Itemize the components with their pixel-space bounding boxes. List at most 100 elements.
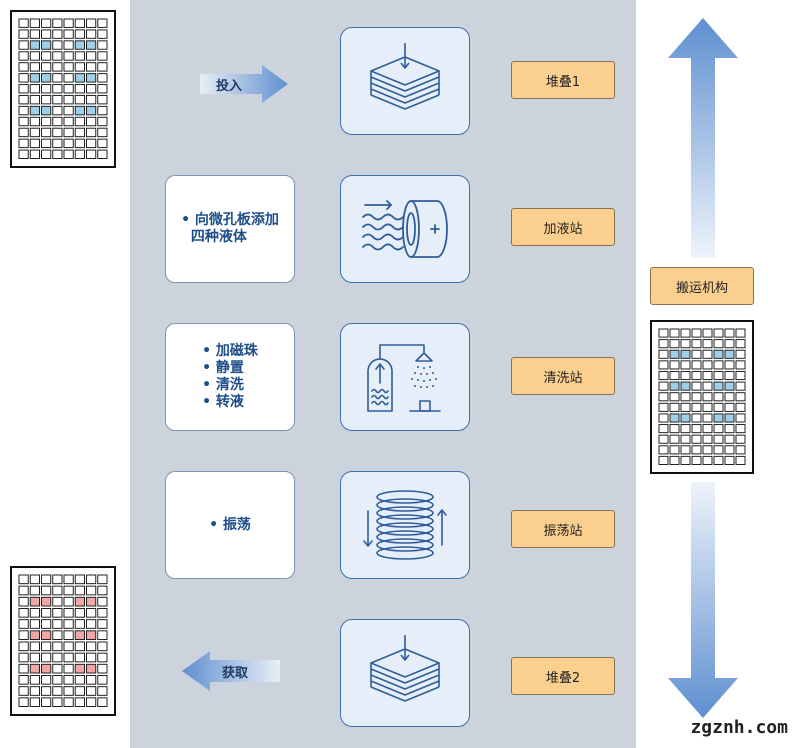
plate-well	[691, 445, 702, 455]
plate-well	[52, 585, 63, 596]
note-line: • 清洗	[202, 377, 244, 393]
plate-well	[29, 149, 40, 159]
plate-well	[86, 149, 97, 159]
plate-well	[18, 127, 29, 138]
plate-well	[63, 116, 74, 127]
plate-well	[691, 413, 702, 423]
plate-well	[52, 652, 63, 663]
plate-well	[18, 608, 29, 618]
plate-well	[702, 349, 713, 359]
station-2-icon-box	[340, 175, 470, 283]
station-label-stack-2: 堆叠2	[511, 657, 615, 695]
plate-well	[63, 84, 74, 94]
plate-well	[86, 675, 97, 685]
note-line: • 静置	[202, 360, 244, 376]
plate-well	[18, 29, 29, 39]
plate-well	[41, 574, 52, 585]
plate-well	[735, 402, 746, 412]
station-label-wash: 清洗站	[511, 357, 615, 395]
plate-well	[18, 116, 29, 127]
plate-well	[74, 686, 85, 696]
plate-well	[735, 424, 746, 434]
plate-well	[713, 381, 724, 391]
plate-well	[18, 619, 29, 629]
transport-label: 搬运机构	[650, 267, 754, 305]
plate-well	[29, 29, 40, 39]
plate-well	[669, 392, 680, 402]
plate-well	[713, 424, 724, 434]
plate-well	[41, 619, 52, 629]
plate-well	[658, 413, 669, 423]
plate-well	[680, 424, 691, 434]
plate-well	[63, 18, 74, 28]
plate-well	[691, 328, 702, 338]
plate-well	[29, 127, 40, 138]
plate-well	[702, 360, 713, 370]
plate-well	[724, 392, 735, 402]
plate-well	[74, 62, 85, 72]
plate-well	[74, 29, 85, 39]
plate-well	[713, 339, 724, 349]
down-arrow-icon	[668, 482, 738, 718]
plate-well	[713, 349, 724, 359]
plate-well	[63, 138, 74, 149]
plate-well	[713, 434, 724, 444]
plate-well	[74, 619, 85, 629]
plate-well	[669, 402, 680, 412]
plate-well	[74, 40, 85, 50]
plate-well	[702, 370, 713, 381]
plate-well	[702, 445, 713, 455]
plate-well	[29, 652, 40, 663]
plate-well	[691, 370, 702, 381]
plate-well	[97, 675, 108, 685]
plate-well	[86, 630, 97, 640]
output-plate	[10, 566, 116, 716]
plate-well	[724, 370, 735, 381]
plate-well	[680, 445, 691, 455]
plate-well	[74, 149, 85, 159]
plate-well	[52, 127, 63, 138]
plate-well	[18, 641, 29, 652]
stack-icon	[370, 635, 440, 702]
plate-well	[680, 381, 691, 391]
output-arrow-label: 获取	[222, 665, 249, 681]
plate-well	[52, 51, 63, 61]
plate-well	[41, 596, 52, 607]
plate-well	[74, 608, 85, 618]
plate-well	[658, 360, 669, 370]
plate-well	[63, 585, 74, 596]
plate-well	[41, 663, 52, 674]
note-line: • 转液	[202, 394, 244, 410]
plate-well	[86, 641, 97, 652]
input-arrow-label: 投入	[216, 78, 243, 94]
plate-well	[724, 434, 735, 444]
plate-well	[41, 630, 52, 640]
plate-well	[669, 360, 680, 370]
input-plate-wells	[18, 18, 108, 159]
plate-well	[735, 360, 746, 370]
plate-well	[74, 596, 85, 607]
plate-well	[97, 127, 108, 138]
plate-well	[97, 116, 108, 127]
plate-well	[52, 619, 63, 629]
plate-well	[63, 686, 74, 696]
plate-well	[691, 392, 702, 402]
plate-well	[86, 574, 97, 585]
plate-well	[18, 105, 29, 116]
plate-well	[63, 663, 74, 674]
plate-well	[97, 663, 108, 674]
plate-well	[680, 434, 691, 444]
plate-well	[52, 18, 63, 28]
plate-well	[52, 608, 63, 618]
plate-well	[691, 455, 702, 465]
plate-well	[691, 360, 702, 370]
liquid-add-icon	[362, 200, 448, 258]
plate-well	[18, 686, 29, 696]
plate-well	[713, 328, 724, 338]
plate-well	[52, 84, 63, 94]
plate-well	[18, 585, 29, 596]
plate-well	[724, 424, 735, 434]
plate-well	[52, 29, 63, 39]
station-3-icon-box	[340, 323, 470, 431]
plate-well	[713, 402, 724, 412]
